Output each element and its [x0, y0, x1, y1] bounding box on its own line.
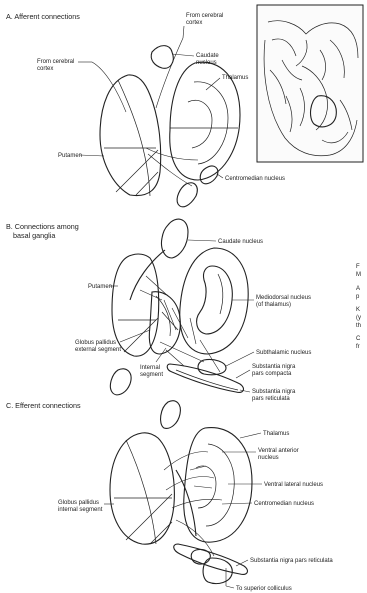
label-caudate-nucleus-b: Caudate nucleus — [218, 239, 263, 245]
lower-oval-b — [110, 369, 131, 395]
side-caption-line-1: F — [356, 264, 360, 270]
thalamus-shape-b — [180, 248, 248, 354]
label-globus-pallidus-external-2: external segment — [75, 347, 121, 353]
label-substantia-nigra-compacta-1: Substantia nigra — [252, 364, 296, 370]
panel-b-title-2: basal ganglia — [13, 231, 55, 240]
side-caption-line-3: A — [356, 286, 360, 292]
side-caption-line-7: th — [356, 323, 361, 329]
side-caption-line-5: K — [356, 307, 360, 313]
label-substantia-nigra-compacta-2: pars compacta — [252, 371, 292, 377]
label-mediodorsal-nucleus-1: Mediodorsal nucleus — [256, 295, 311, 301]
label-subthalamic-nucleus: Subthalamic nucleus — [256, 350, 311, 356]
label-from-cerebral-cortex-left-2: cortex — [37, 66, 53, 72]
caudate-head-a — [151, 46, 173, 69]
side-caption-line-6: (y — [356, 315, 361, 321]
substantia-nigra-b — [167, 364, 243, 392]
label-substantia-nigra-reticulata-b-1: Substantia nigra — [252, 389, 296, 395]
label-from-cerebral-cortex-top-1: From cerebral — [186, 13, 223, 19]
label-centromedian-nucleus-a: Centromedian nucleus — [225, 176, 285, 182]
label-putamen-a: Putamen — [58, 153, 82, 159]
label-globus-pallidus-external-1: Globus pallidus — [75, 340, 116, 346]
panel-b: B. Connections among basal ganglia Cauda… — [6, 219, 311, 402]
panel-a: A. Afferent connections From cerebral co… — [6, 5, 363, 207]
caudate-head-b — [161, 219, 188, 258]
label-from-cerebral-cortex-left-1: From cerebral — [37, 59, 74, 65]
label-ventral-anterior-nucleus-2: nucleus — [258, 455, 279, 461]
thalamus-shape-c — [184, 428, 252, 543]
substantia-nigra-c — [174, 544, 248, 574]
label-mediodorsal-nucleus-2: (of thalamus) — [256, 302, 291, 308]
globus-pallidus-b — [149, 292, 180, 354]
label-ventral-anterior-nucleus-1: Ventral anterior — [258, 448, 299, 454]
label-caudate-nucleus-a-1: Caudate — [196, 53, 219, 59]
label-internal-segment-1: Internal — [140, 365, 160, 371]
panel-a-title: A. Afferent connections — [6, 12, 80, 21]
label-centromedian-nucleus-c: Centromedian nucleus — [254, 501, 314, 507]
label-globus-pallidus-internal-1: Globus pallidus — [58, 500, 99, 506]
label-internal-segment-2: segment — [140, 372, 163, 378]
label-substantia-nigra-reticulata-b-2: pars reticulata — [252, 396, 290, 402]
label-from-cerebral-cortex-top-2: cortex — [186, 20, 202, 26]
coronal-section-inset — [257, 5, 363, 162]
caudate-tail-c — [161, 401, 181, 429]
side-caption-line-9: fr — [356, 344, 360, 350]
label-ventral-lateral-nucleus: Ventral lateral nucleus — [264, 482, 323, 488]
label-putamen-b: Putamen — [88, 284, 112, 290]
panel-c-title: C. Efferent connections — [6, 401, 81, 410]
label-substantia-nigra-reticulata-c: Substantia nigra pars reticulata — [250, 558, 333, 564]
panel-c: C. Efferent connections Thalamus Ventral… — [6, 401, 333, 592]
label-thalamus-c: Thalamus — [263, 431, 289, 437]
side-caption-line-8: C — [356, 336, 361, 342]
label-to-superior-colliculus: To superior colliculus — [236, 586, 292, 592]
panel-b-title-1: B. Connections among — [6, 222, 79, 231]
globus-pallidus-c — [110, 433, 174, 544]
label-globus-pallidus-internal-2: internal segment — [58, 507, 103, 513]
centromedian-a — [177, 183, 197, 207]
side-caption-line-4: p — [356, 294, 360, 300]
label-thalamus-a: Thalamus — [222, 75, 248, 81]
label-caudate-nucleus-a-2: nucleus — [196, 60, 217, 66]
side-caption-line-2: M — [356, 272, 361, 278]
side-caption: F M A p K (y th C fr — [356, 264, 361, 350]
